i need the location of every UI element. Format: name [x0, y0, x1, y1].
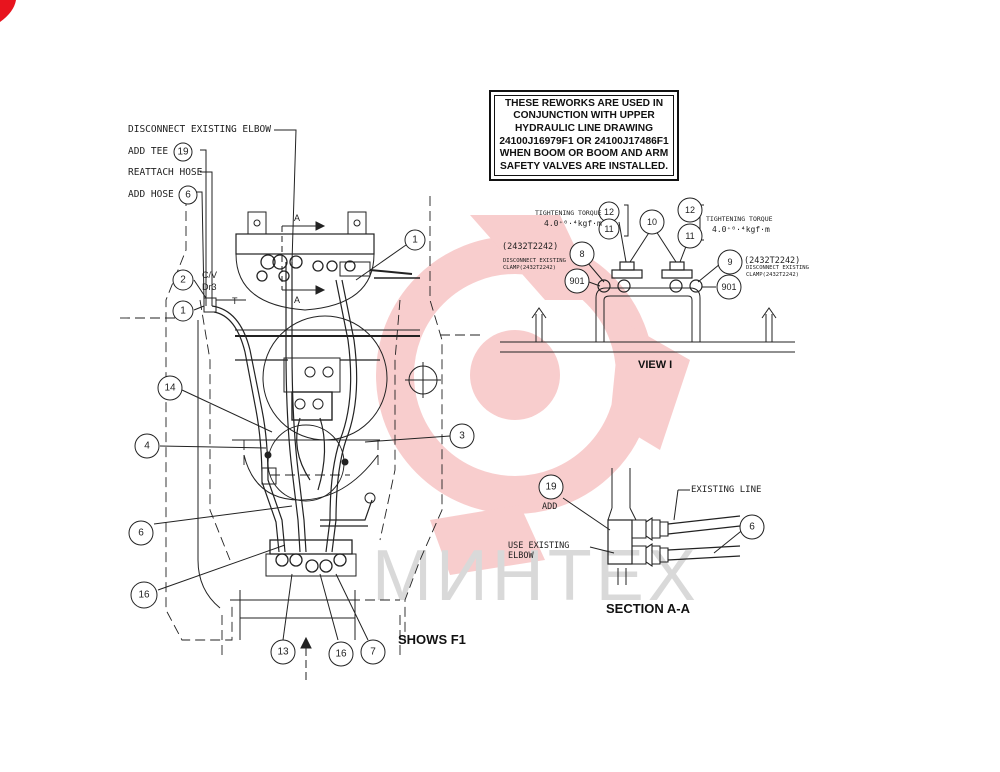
sa-callout-6: 6 [749, 522, 755, 533]
vi-callout-901-left: 901 [569, 276, 584, 286]
vi-callout-11-left: 11 [604, 224, 613, 234]
cv-label: C/V [202, 270, 217, 280]
torque-label-left: TIGHTENING TORQUE [535, 209, 602, 217]
instr-hose-num: 6 [185, 190, 191, 201]
vi-callout-11-right: 11 [685, 231, 694, 241]
notice-line: THESE REWORKS ARE USED IN [504, 97, 664, 109]
disconnect-clamp-right: DISCONNECT EXISTING [746, 265, 809, 271]
t-label: T [232, 296, 238, 306]
section-aa-callout-labels: 19 6 [545, 482, 755, 533]
clamp-code-right: CLAMP(2432T2242) [746, 272, 799, 278]
torque-value-right: 4.0⁺⁰·⁴kgf·m [712, 225, 770, 234]
notice-line: HYDRAULIC LINE DRAWING [514, 122, 654, 134]
notice-line: 24100J16979F1 OR 24100J17486F1 [499, 135, 669, 147]
section-arrow-a-top: A [294, 213, 300, 223]
callout-16-left: 16 [138, 590, 150, 601]
corner-mark [0, 0, 16, 22]
section-arrow-a-bottom: A [294, 295, 300, 305]
view-i-callouts [564, 197, 743, 300]
callout-6: 6 [138, 528, 144, 539]
notice-line: WHEN BOOM OR BOOM AND ARM [499, 148, 669, 160]
instr-add-tee: ADD TEE [128, 146, 169, 157]
clamp-code-left: CLAMP(2432T2242) [503, 265, 556, 271]
vi-callout-901-right: 901 [721, 282, 736, 292]
notice-box: THESE REWORKS ARE USED IN CONJUNCTION WI… [489, 90, 679, 181]
view-i [500, 204, 795, 353]
callout-7: 7 [370, 647, 376, 658]
callout-3: 3 [459, 431, 465, 442]
vi-callout-8: 8 [579, 249, 584, 259]
view-i-title: VIEW I [638, 359, 673, 371]
section-aa [562, 468, 746, 585]
callout-13: 13 [277, 647, 289, 658]
elbow-label: ELBOW [508, 551, 534, 561]
main-small-labels: C/V Dr3 T A A [202, 213, 300, 306]
vi-callout-12-right: 12 [685, 205, 695, 215]
instr-disconnect-elbow: DISCONNECT EXISTING ELBOW [128, 124, 271, 135]
callout-2: 2 [180, 275, 186, 286]
instr-reattach-hose: REATTACH HOSE [128, 167, 203, 178]
clamp-part-right: (2432T2242) [744, 256, 801, 266]
add-label: ADD [542, 502, 558, 512]
main-callouts [128, 142, 475, 667]
main-callout-labels: 1 2 1 14 4 3 6 16 13 16 7 19 6 [138, 147, 465, 660]
vi-callout-12-left: 12 [604, 207, 614, 217]
section-aa-callouts [538, 474, 765, 540]
existing-line-label: EXISTING LINE [691, 485, 762, 495]
torque-label-right: TIGHTENING TORQUE [706, 215, 773, 223]
callout-14: 14 [164, 383, 176, 394]
notice-line: CONJUNCTION WITH UPPER [513, 110, 655, 122]
sa-callout-19: 19 [545, 482, 557, 493]
instr-add-hose: ADD HOSE [128, 189, 174, 200]
dr-label: Dr3 [202, 282, 217, 292]
torque-value-left: 4.0⁺⁰·⁴kgf·m [544, 219, 602, 228]
notice-inner: THESE REWORKS ARE USED IN CONJUNCTION WI… [494, 95, 674, 176]
notice-line: SAFETY VALVES ARE INSTALLED. [499, 160, 669, 172]
watermark-text: МИНТЕХ [372, 536, 700, 616]
use-existing-label: USE EXISTING [508, 541, 570, 551]
section-aa-title: SECTION A-A [606, 601, 691, 616]
callout-16-bottom: 16 [335, 649, 347, 660]
vi-callout-10: 10 [647, 217, 657, 227]
callout-4: 4 [144, 441, 150, 452]
disconnect-clamp-left: DISCONNECT EXISTING [503, 258, 566, 264]
clamp-part-left: (2432T2242) [502, 242, 559, 252]
callout-1-left: 1 [180, 306, 186, 317]
callout-1-top: 1 [412, 235, 418, 246]
instr-tee-num: 19 [177, 147, 189, 158]
shows-f1-title: SHOWS F1 [398, 632, 466, 647]
vi-callout-9: 9 [727, 257, 732, 267]
main-view [120, 129, 480, 680]
view-i-callout-labels: 12 11 10 12 11 8 901 9 901 [569, 205, 736, 292]
